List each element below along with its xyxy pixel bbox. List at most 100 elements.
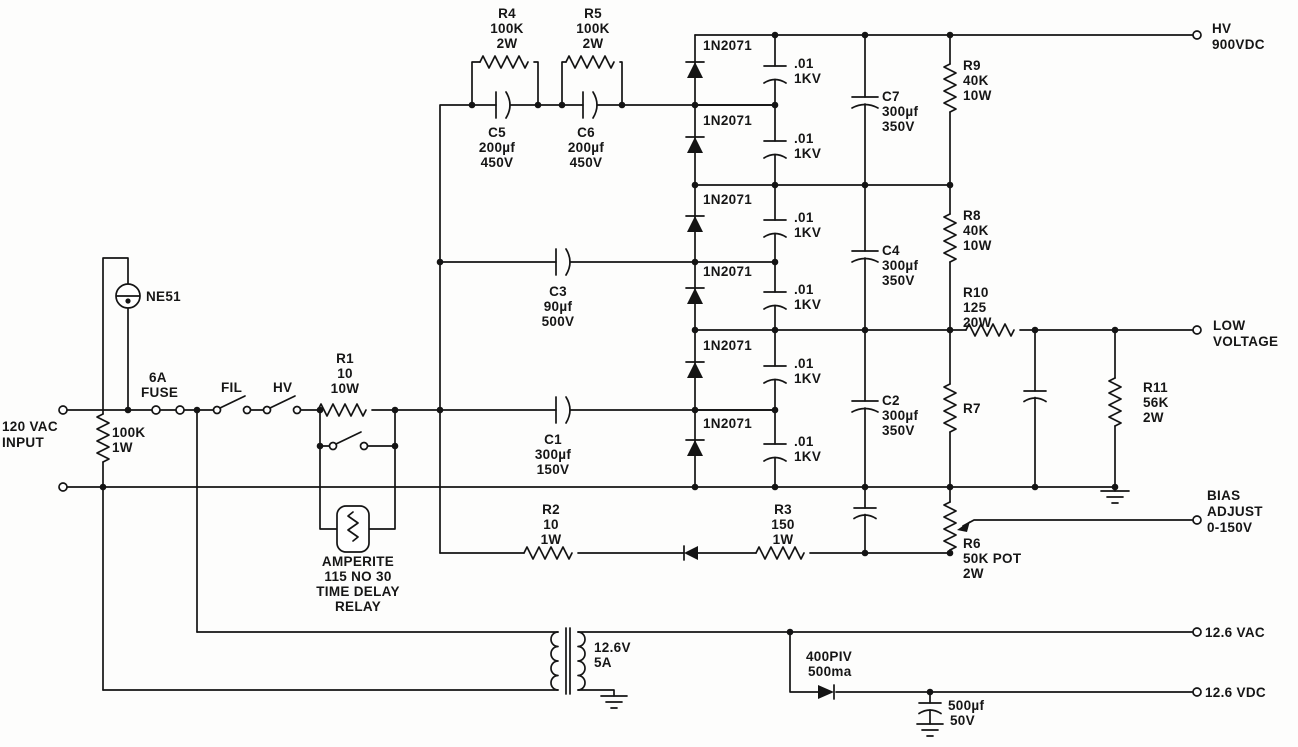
junction-dot xyxy=(771,406,779,414)
wire-relay-branch xyxy=(319,409,396,530)
label-c7-name: C7 xyxy=(882,89,900,104)
filament-transformer xyxy=(550,627,586,695)
label-xfmr-current: 5A xyxy=(594,655,612,670)
junction-dot xyxy=(558,101,566,109)
junction-dot xyxy=(926,688,934,696)
junction-dot xyxy=(468,101,476,109)
low-voltage-filter-cap xyxy=(1023,390,1047,403)
junction-dot xyxy=(1111,326,1119,334)
label-r11-name: R11 xyxy=(1143,380,1168,395)
junction-dot xyxy=(316,442,324,450)
label-cd1-voltage: 1KV xyxy=(794,71,821,86)
junction-dot xyxy=(436,258,444,266)
label-c2-voltage: 350V xyxy=(882,423,915,438)
label-fuse-rating: 6A xyxy=(149,370,167,385)
wire-low-voltage-branch xyxy=(1034,329,1116,492)
capacitor-c6 xyxy=(582,91,598,119)
junction-dot xyxy=(1031,326,1039,334)
junction-dot xyxy=(771,326,779,334)
rectifier-cap-4 xyxy=(763,291,787,310)
junction-dot xyxy=(861,549,869,557)
junction-dots xyxy=(99,31,1119,696)
label-c3-voltage: 500V xyxy=(542,314,575,329)
label-r1-name: R1 xyxy=(336,351,354,366)
resistor-bleeder-100k xyxy=(96,413,110,463)
label-c2-value: 300µf xyxy=(882,408,919,423)
label-r10-value: 125 xyxy=(963,300,987,315)
label-cd5-value: .01 xyxy=(794,356,814,371)
rectifier-cap-3 xyxy=(763,219,787,238)
label-c7-voltage: 350V xyxy=(882,119,915,134)
pot-wiper-wire xyxy=(962,519,1194,527)
label-out-vdc: 12.6 VDC xyxy=(1205,685,1266,700)
rectifier-diode-400piv xyxy=(818,684,835,700)
label-cd3-voltage: 1KV xyxy=(794,225,821,240)
label-cd4-value: .01 xyxy=(794,282,814,297)
junction-dot xyxy=(1111,483,1119,491)
label-r5-wattage: 2W xyxy=(583,36,604,51)
rectifier-cap-5 xyxy=(763,365,787,384)
junction-dot xyxy=(391,442,399,450)
junction-dot xyxy=(391,406,399,414)
lamp-dot xyxy=(125,298,131,304)
label-r11-wattage: 2W xyxy=(1143,410,1164,425)
switch-blade xyxy=(219,395,246,409)
junction-dot xyxy=(946,549,954,557)
junction-dot xyxy=(946,181,954,189)
rectifier-cap-1 xyxy=(763,65,787,84)
junction-dot xyxy=(1031,483,1039,491)
label-out-lv1: LOW xyxy=(1213,318,1245,333)
terminal-bias-output xyxy=(1192,515,1202,525)
resistor-r1 xyxy=(317,403,367,417)
capacitor-c4 xyxy=(851,250,879,263)
label-c5-value: 200µf xyxy=(479,140,516,155)
label-c4-value: 300µf xyxy=(882,258,919,273)
wire-node-rows xyxy=(439,34,1194,411)
label-c3-name: C3 xyxy=(549,284,567,299)
label-relay-line2: 115 NO 30 xyxy=(324,569,391,584)
label-switch-fil: FIL xyxy=(221,380,242,395)
pot-body xyxy=(943,501,957,551)
time-delay-relay xyxy=(336,505,370,553)
resistor-r10 xyxy=(965,323,1015,337)
capacitor-c7 xyxy=(851,96,879,109)
relay-contact xyxy=(328,431,369,451)
diode-1n2071-1 xyxy=(685,61,705,78)
label-r5-value: 100K xyxy=(576,21,609,36)
transformer-core xyxy=(565,627,571,695)
wire-lamp-branch xyxy=(102,257,198,691)
wire-coupling-column xyxy=(439,61,776,554)
label-r1-value: 10 xyxy=(337,366,353,381)
label-c2-name: C2 xyxy=(882,393,900,408)
label-r11-value: 56K xyxy=(1143,395,1169,410)
diode-1n2071-2 xyxy=(685,136,705,153)
label-r5-name: R5 xyxy=(584,6,602,21)
junction-dot xyxy=(786,628,794,636)
label-diode6: 1N2071 xyxy=(703,416,752,431)
label-r8-value: 40K xyxy=(963,223,989,238)
label-r8-wattage: 10W xyxy=(963,238,992,253)
label-diode2: 1N2071 xyxy=(703,113,752,128)
label-r9-name: R9 xyxy=(963,58,981,73)
resistor-r9 xyxy=(943,63,957,113)
label-diode1: 1N2071 xyxy=(703,38,752,53)
capacitor-c2 xyxy=(851,400,879,413)
label-cd5-voltage: 1KV xyxy=(794,371,821,386)
label-r9-wattage: 10W xyxy=(963,88,992,103)
ne51-lamp xyxy=(115,283,141,309)
junction-dot xyxy=(691,258,699,266)
label-r3-wattage: 1W xyxy=(773,532,794,547)
resistor-r11 xyxy=(1108,377,1122,427)
diode-1n2071-4 xyxy=(685,287,705,304)
label-cout-voltage: 50V xyxy=(950,713,975,728)
label-c1-name: C1 xyxy=(544,432,562,447)
junction-dot xyxy=(193,406,201,414)
label-switch-hv: HV xyxy=(273,380,292,395)
wire-filament-section xyxy=(102,631,1194,725)
junction-dot xyxy=(771,31,779,39)
label-r4-wattage: 2W xyxy=(497,36,518,51)
junction-dot xyxy=(771,181,779,189)
junction-dot xyxy=(946,326,954,334)
label-r6-name: R6 xyxy=(963,536,981,551)
